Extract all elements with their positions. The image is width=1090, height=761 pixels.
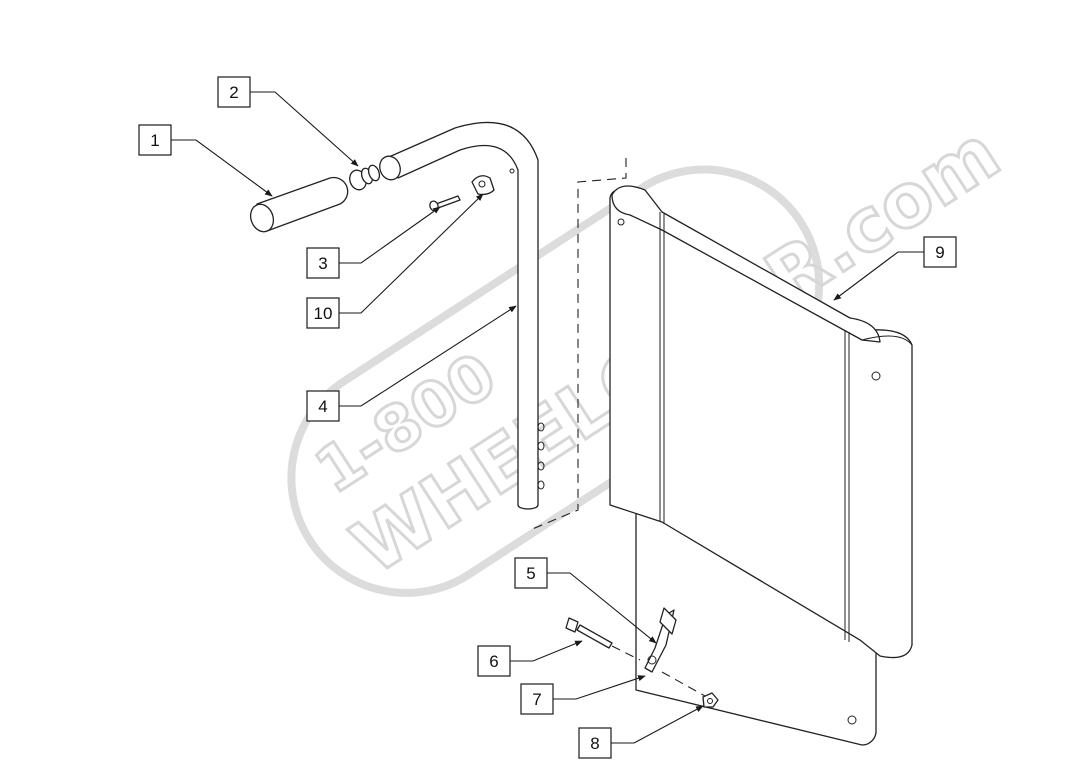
callout-4: 4	[306, 390, 340, 422]
armrest-tube	[379, 121, 545, 510]
washer-plate	[471, 175, 495, 196]
callout-3-label: 3	[318, 254, 327, 273]
callout-4-label: 4	[318, 397, 327, 416]
callout-6: 6	[477, 645, 511, 677]
insertion-path	[529, 158, 627, 531]
callout-1-label: 1	[150, 131, 159, 150]
leader-lines	[171, 91, 924, 744]
callout-5-label: 5	[526, 564, 535, 583]
callout-2-label: 2	[229, 83, 238, 102]
callout-7: 7	[520, 683, 554, 715]
callout-7-label: 7	[532, 690, 541, 709]
callout-8: 8	[578, 727, 612, 759]
bolt-axis	[611, 645, 706, 697]
callout-10-label: 10	[314, 304, 333, 323]
callout-5: 5	[514, 557, 548, 589]
handle-grip	[249, 176, 349, 233]
callout-9: 9	[923, 236, 957, 268]
callout-2: 2	[217, 76, 251, 108]
callout-6-label: 6	[489, 652, 498, 671]
bolt	[565, 617, 613, 649]
callout-1: 1	[138, 124, 172, 156]
screw	[429, 195, 461, 212]
callout-9-label: 9	[935, 243, 944, 262]
callout-8-label: 8	[590, 734, 599, 753]
callout-3: 3	[306, 247, 340, 279]
side-panel-assembly	[609, 185, 913, 746]
callout-10: 10	[306, 297, 340, 329]
nut	[702, 692, 719, 708]
end-plug	[349, 164, 381, 191]
hinge-bracket	[644, 607, 677, 673]
